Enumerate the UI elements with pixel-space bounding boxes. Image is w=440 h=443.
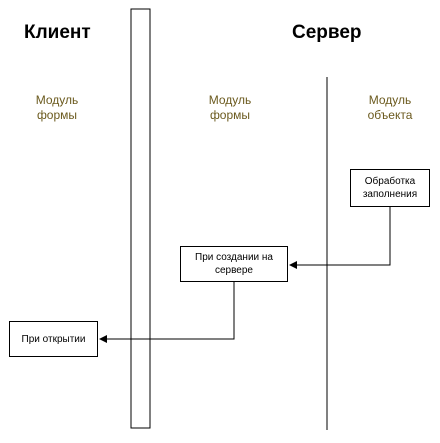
connector-create-to-open [99, 282, 235, 343]
connector-fill-to-create [289, 206, 391, 269]
object-module-line-1: Модуль [368, 93, 412, 107]
on-open-line-1: При открытии [21, 333, 86, 345]
fill-processing-line-1: Обработка [364, 176, 416, 187]
server-form-module-label: Модуль формы [185, 93, 275, 123]
object-module-label: Модуль объекта [345, 93, 435, 123]
client-form-module-label: Модуль формы [12, 93, 102, 123]
server-form-module-line-1: Модуль [208, 93, 252, 107]
fill-processing-box: Обработка заполнения [350, 169, 430, 207]
server-header: Сервер [292, 22, 362, 43]
client-server-separator-bar [130, 8, 151, 429]
client-form-module-line-1: Модуль [35, 93, 79, 107]
on-create-server-box: При создании на сервере [180, 246, 288, 282]
server-form-module-line-2: формы [209, 108, 251, 122]
on-open-box: При открытии [9, 321, 98, 357]
fill-processing-line-2: заполнения [362, 189, 418, 200]
object-module-line-2: объекта [367, 108, 413, 122]
client-form-module-line-2: формы [36, 108, 78, 122]
on-create-server-line-1: При создании на [195, 252, 273, 263]
on-create-server-line-2: сервере [214, 265, 253, 276]
client-header: Клиент [24, 22, 91, 43]
